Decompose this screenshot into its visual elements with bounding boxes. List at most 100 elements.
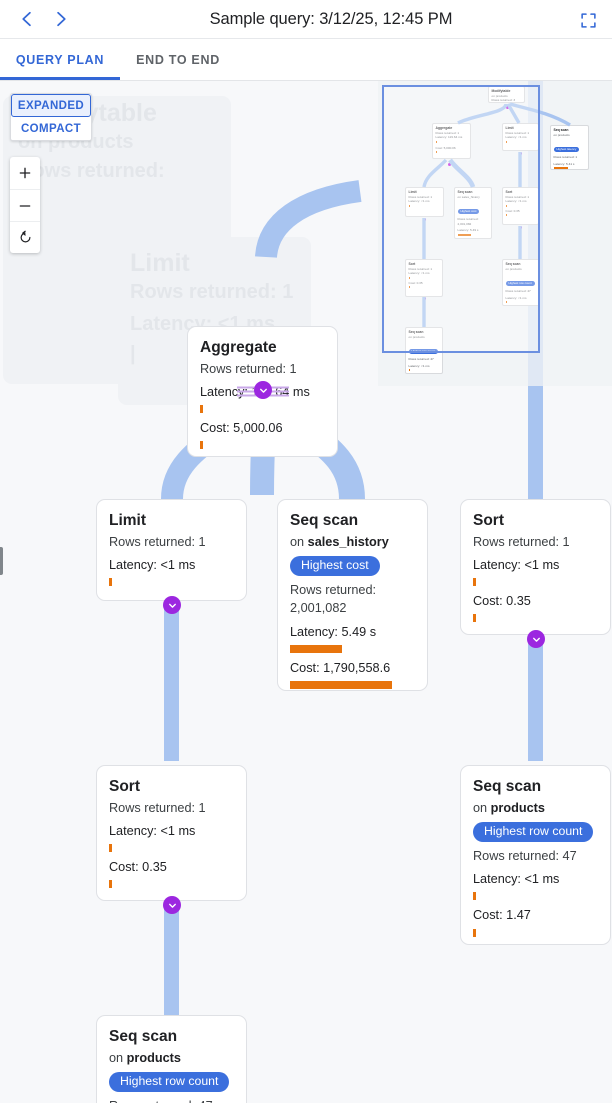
node-rows-value: 2,001,082	[290, 601, 347, 616]
mode-expanded-button[interactable]: EXPANDED	[11, 94, 91, 117]
node-title: Seq scan	[109, 1028, 178, 1045]
node-sort-left[interactable]: Sort Rows returned: 1 Latency: <1 ms Cos…	[96, 765, 247, 901]
chevron-down-icon	[168, 603, 176, 608]
minimap-node-latency: Latency: <1 ms	[505, 199, 527, 204]
minimap-cost-bar	[505, 214, 507, 217]
minimap-node: Sort Rows returned: 1 Latency: <1 ms Cos…	[502, 187, 539, 225]
chevron-left-icon	[22, 11, 31, 27]
minimap-node: Limit Rows returned: 1 Latency: <1 ms	[502, 123, 539, 151]
cost-bar	[109, 880, 112, 889]
collapse-toggle-limit-left[interactable]	[163, 596, 181, 614]
minimap-node: Aggregate Rows returned: 1 Latency: 119.…	[432, 123, 471, 159]
node-seqscan-products-right[interactable]: Seq scan on products Highest row count R…	[460, 765, 611, 945]
forward-button[interactable]	[44, 2, 78, 36]
minimap-badge: Highest latency	[553, 146, 580, 152]
on-prefix: on	[109, 1050, 124, 1065]
chevron-right-icon	[57, 11, 66, 27]
node-sort-right[interactable]: Sort Rows returned: 1 Latency: <1 ms Cos…	[460, 499, 611, 635]
minimap-toggle-dot	[448, 163, 452, 167]
minimap-node-latency: Latency: 5.49 s	[457, 228, 479, 233]
node-rows: Rows returned: 47	[473, 848, 577, 863]
node-relation: on sales_history	[290, 534, 415, 551]
minimap-node-rows: Rows returned: 1	[435, 130, 460, 135]
minimap-node-cost: Cost: 5,000.06	[435, 145, 456, 150]
collapse-toggle-sort-left[interactable]	[163, 896, 181, 914]
latency-bar	[473, 892, 476, 901]
node-latency: Latency: <1 ms	[473, 872, 560, 887]
minimap-node-latency: Latency: 119.64 ms	[435, 135, 463, 140]
node-title: Limit	[109, 512, 147, 529]
minimap-badge: Highest row count	[505, 280, 535, 286]
node-title: Seq scan	[290, 512, 359, 529]
minimap-node: Modifytable on products Rows returned: 3	[488, 86, 525, 103]
minimap-latency-bar	[505, 204, 507, 207]
minimap-node-title: Limit	[505, 126, 514, 130]
tab-bar: QUERY PLAN END TO END	[0, 39, 612, 81]
app-header: Sample query: 3/12/25, 12:45 PM	[0, 0, 612, 39]
latency-bar	[109, 578, 112, 587]
minimap-node-rows: Rows returned: 1	[505, 130, 530, 135]
fullscreen-button[interactable]	[576, 8, 600, 32]
node-cost: Cost: 1,790,558.6	[290, 660, 391, 675]
minimap-latency-bar	[505, 301, 507, 304]
node-title: Sort	[473, 512, 504, 529]
minimap-node-rows: Rows returned: 1	[408, 266, 433, 271]
back-button[interactable]	[10, 2, 44, 36]
latency-bar	[109, 844, 112, 853]
minimap-latency-bar	[505, 140, 507, 143]
minimap-node-title: Sort	[408, 262, 416, 266]
zoom-in-button[interactable]	[10, 157, 40, 189]
mode-compact-button[interactable]: COMPACT	[11, 117, 91, 140]
node-rows: Rows returned: 1	[109, 800, 206, 815]
node-cost: Cost: 5,000.06	[200, 421, 283, 436]
minimap-node-sub: on products	[553, 132, 570, 137]
minimap-node: Limit Rows returned: 1 Latency: <1 ms	[405, 187, 444, 217]
minimap-latency-bar	[553, 167, 568, 169]
plus-icon	[19, 167, 31, 179]
page-title: Sample query: 3/12/25, 12:45 PM	[209, 9, 453, 28]
panel-resize-handle[interactable]	[0, 547, 3, 575]
tab-end-to-end[interactable]: END TO END	[136, 52, 220, 67]
node-title: Sort	[109, 778, 140, 795]
minimap-node-rows: Rows returned: 1	[553, 155, 578, 160]
node-rows: Rows returned: 1	[109, 534, 206, 549]
node-rows: Rows returned: 1	[473, 534, 570, 549]
latency-bar	[473, 578, 476, 587]
chevron-down-icon	[532, 637, 540, 642]
graph-canvas[interactable]: Modifytable on products Rows returned: L…	[0, 81, 612, 1103]
node-rows: Rows returned: 1	[200, 361, 297, 376]
minimap-node-title: Modifytable	[491, 89, 511, 93]
node-limit-left[interactable]: Limit Rows returned: 1 Latency: <1 ms	[96, 499, 247, 601]
minimap-node-title: Limit	[408, 190, 417, 194]
node-cost: Cost: 0.35	[473, 594, 531, 609]
minimap[interactable]: Modifytable on products Rows returned: 3…	[378, 81, 612, 386]
minimap-node-title: Seq scan	[408, 330, 424, 334]
minimap-latency-bar	[408, 369, 410, 372]
relation-name: products	[126, 1050, 181, 1065]
node-seqscan-sales-history[interactable]: Seq scan on sales_history Highest cost R…	[277, 499, 428, 691]
node-seqscan-products-bottom[interactable]: Seq scan on products Highest row count R…	[96, 1015, 247, 1103]
node-relation: on products	[473, 800, 598, 817]
collapse-toggle-aggregate[interactable]	[254, 381, 272, 399]
node-latency: Latency: <1 ms	[109, 824, 196, 839]
node-latency: Latency: 5.49 s	[290, 624, 377, 639]
zoom-out-button[interactable]	[10, 189, 40, 221]
cost-bar	[473, 614, 476, 623]
cost-bar	[473, 928, 476, 937]
latency-bar	[200, 405, 203, 414]
fullscreen-icon	[580, 12, 596, 28]
tab-query-plan[interactable]: QUERY PLAN	[0, 39, 120, 80]
reset-zoom-button[interactable]	[10, 221, 40, 253]
minimap-node-latency: Latency: <1 ms	[505, 295, 527, 300]
minimap-node-latency: Latency: <1 ms	[408, 199, 430, 204]
minimap-latency-bar	[408, 276, 410, 279]
node-latency: Latency: <1 ms	[473, 558, 560, 573]
minimap-node-sub: on sales_history	[457, 194, 480, 199]
collapse-toggle-sort-right[interactable]	[527, 630, 545, 648]
layout-mode-group: EXPANDED COMPACT	[10, 93, 92, 141]
minimap-viewport[interactable]	[382, 85, 540, 353]
minimap-badge: Highest cost	[457, 208, 480, 214]
status-badge-highest-row-count: Highest row count	[473, 822, 594, 842]
minimap-node-sub: on products	[505, 266, 522, 271]
